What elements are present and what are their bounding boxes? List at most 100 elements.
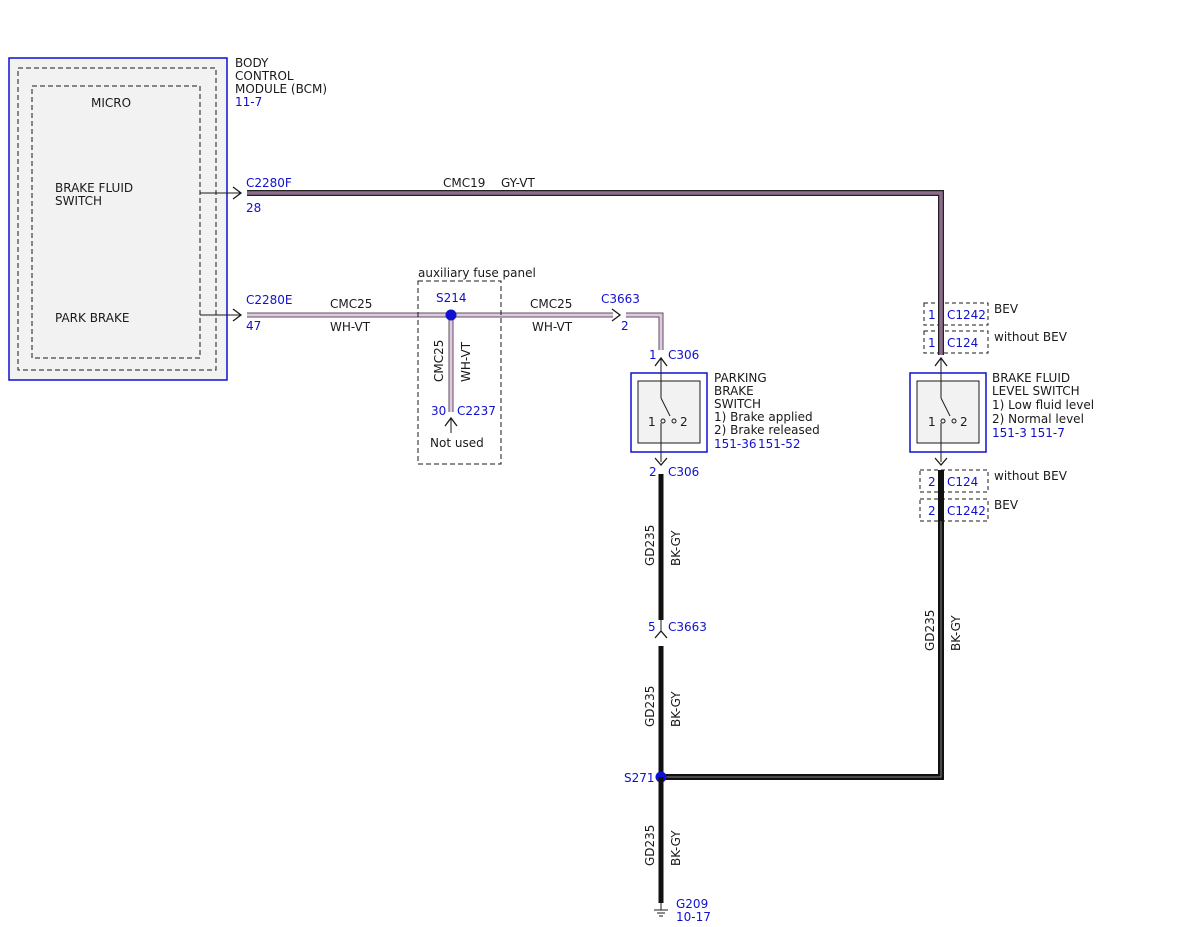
- fluid-switch-state-1: 1) Low fluid level: [992, 398, 1094, 412]
- bcm-ref: 11-7: [235, 95, 262, 109]
- not-used-label: Not used: [430, 436, 484, 450]
- fluid-switch-ref-2: 151-7: [1030, 426, 1065, 440]
- connector-c2280f-label: C2280F: [246, 176, 292, 190]
- parking-brake-switch: 1 C306 1 2 PARKING BRAKE SWITCH 1) Brake…: [630, 348, 820, 479]
- c306-bottom-connector: C306: [668, 465, 699, 479]
- bev-top-label: BEV: [994, 302, 1019, 316]
- bcm-outline: [8, 57, 228, 381]
- fluid-switch-contact: [940, 397, 951, 417]
- wire-cmc25-to-switch-inner: [626, 313, 663, 350]
- connector-c3663-arrow-in: [611, 308, 622, 322]
- parking-brake-switch-pos1-dot: [660, 418, 666, 424]
- c124-top-pin: 1: [928, 336, 936, 350]
- connector-c3663-pin-label: 2: [621, 319, 629, 333]
- c1242-top-pin: 1: [928, 308, 936, 322]
- parking-brake-switch-inner: [637, 380, 701, 444]
- micro-dashed: [31, 85, 201, 359]
- parking-brake-title-2: BRAKE: [714, 384, 754, 398]
- bcm-brake-fluid-label: BRAKE FLUID: [55, 181, 133, 195]
- without-bev-bottom-label: without BEV: [994, 469, 1068, 483]
- fluid-switch-title-1: BRAKE FLUID: [992, 371, 1070, 385]
- without-bev-top-label: without BEV: [994, 330, 1068, 344]
- vert-circuit-cmc25-label: CMC25: [432, 340, 446, 382]
- c124-bottom-box: [919, 469, 989, 493]
- circuit-cmc25-right-label: CMC25: [530, 297, 572, 311]
- fluid-switch-pos1: 1: [928, 415, 936, 429]
- c3663-mid-connector: C3663: [668, 620, 707, 634]
- seg3-circuit-label: GD235: [643, 825, 657, 866]
- c3663-mid-arrow: [654, 630, 668, 639]
- parking-brake-switch-contact: [660, 397, 671, 417]
- c1242-top-connector: C1242: [947, 308, 986, 322]
- auxiliary-fuse-panel: auxiliary fuse panel S214 CMC25 WH-VT 30…: [417, 266, 536, 465]
- splice-s214-label: S214: [436, 291, 467, 305]
- fluid-switch-pos2-dot: [951, 418, 957, 424]
- bcm-inner-dashed: [17, 67, 217, 371]
- fluid-bk-gy-label: BK-GY: [949, 615, 963, 651]
- fluid-switch-title-2: LEVEL SWITCH: [992, 384, 1080, 398]
- c1242-bottom-box: [919, 498, 989, 522]
- pin-30-label: 30: [431, 404, 446, 418]
- aux-fuse-title: auxiliary fuse panel: [418, 266, 536, 280]
- bcm-module: MICRO BRAKE FLUID SWITCH PARK BRAKE BODY…: [8, 56, 327, 381]
- c124-bottom-connector: C124: [947, 475, 978, 489]
- connector-c2280e-arrow: [232, 308, 243, 322]
- seg2-color-label: BK-GY: [669, 691, 683, 727]
- bcm-brake-fluid-label-2: SWITCH: [55, 194, 102, 208]
- connector-c2280e-label: C2280E: [246, 293, 293, 307]
- bev-bottom-label: BEV: [994, 498, 1019, 512]
- wire-cmc25-to-switch-outer: [626, 312, 664, 350]
- c124-bottom-pin: 2: [928, 475, 936, 489]
- bcm-park-brake-label: PARK BRAKE: [55, 311, 129, 325]
- ground-wires-left: GD235 BK-GY 5 C3663 GD235 BK-GY S271 GD2…: [624, 470, 944, 924]
- c1242-bottom-pin: 2: [928, 504, 936, 518]
- color-wh-vt-right-label: WH-VT: [532, 320, 573, 334]
- circuit-cmc19-label: CMC19: [443, 176, 485, 190]
- connector-c2237-label: C2237: [457, 404, 496, 418]
- seg3-color-label: BK-GY: [669, 830, 683, 866]
- splice-s214-dot: [445, 309, 457, 321]
- brake-fluid-level-switch: 1 C1242 BEV 1 C124 without BEV 1 2 BRAKE…: [909, 300, 1094, 651]
- parking-brake-title-1: PARKING: [714, 371, 767, 385]
- splice-s271-label: S271: [624, 771, 655, 785]
- seg1-color-label: BK-GY: [669, 530, 683, 566]
- seg1-circuit-label: GD235: [643, 525, 657, 566]
- parking-brake-state-1: 1) Brake applied: [714, 410, 813, 424]
- fluid-switch-ref-1: 151-3: [992, 426, 1027, 440]
- wire-gd235-to-fluid-switch-inner: [661, 470, 942, 778]
- seg2-circuit-label: GD235: [643, 686, 657, 727]
- micro-label: MICRO: [91, 96, 131, 110]
- pin-47-label: 47: [246, 319, 261, 333]
- fluid-switch-bottom-arrow: [934, 457, 948, 466]
- c306-top-connector: C306: [668, 348, 699, 362]
- fluid-gd235-label: GD235: [923, 610, 937, 651]
- c306-top-pin: 1: [649, 348, 657, 362]
- wire-cmc25: C2280E 47 CMC25 WH-VT CMC25 WH-VT C3663 …: [200, 292, 664, 350]
- parking-brake-ref-2: 151-52: [758, 437, 801, 451]
- fluid-switch-pos1-dot: [940, 418, 946, 424]
- pin-28-label: 28: [246, 201, 261, 215]
- parking-brake-pos2: 2: [680, 415, 688, 429]
- parking-brake-pos1: 1: [648, 415, 656, 429]
- c306-bottom-pin: 2: [649, 465, 657, 479]
- ground-g209-label: G209: [676, 897, 708, 911]
- ground-ref-label: 10-17: [676, 910, 711, 924]
- c306-bottom-arrow: [654, 457, 668, 466]
- parking-brake-switch-pos2-dot: [671, 418, 677, 424]
- aux-fuse-dashed-box: [417, 280, 502, 465]
- connector-c3663-label: C3663: [601, 292, 640, 306]
- bcm-title-3: MODULE (BCM): [235, 82, 327, 96]
- parking-brake-ref-1: 151-36: [714, 437, 757, 451]
- parking-brake-state-2: 2) Brake released: [714, 423, 820, 437]
- fluid-switch-pos2: 2: [960, 415, 968, 429]
- parking-brake-title-3: SWITCH: [714, 397, 761, 411]
- vert-color-wh-vt-label: WH-VT: [459, 341, 473, 382]
- c1242-bottom-connector: C1242: [947, 504, 986, 518]
- c124-top-connector: C124: [947, 336, 978, 350]
- fluid-switch-state-2: 2) Normal level: [992, 412, 1084, 426]
- color-gy-vt-label: GY-VT: [501, 176, 535, 190]
- color-wh-vt-left-label: WH-VT: [330, 320, 371, 334]
- connector-c2280f-arrow: [232, 186, 243, 200]
- circuit-cmc25-left-label: CMC25: [330, 297, 372, 311]
